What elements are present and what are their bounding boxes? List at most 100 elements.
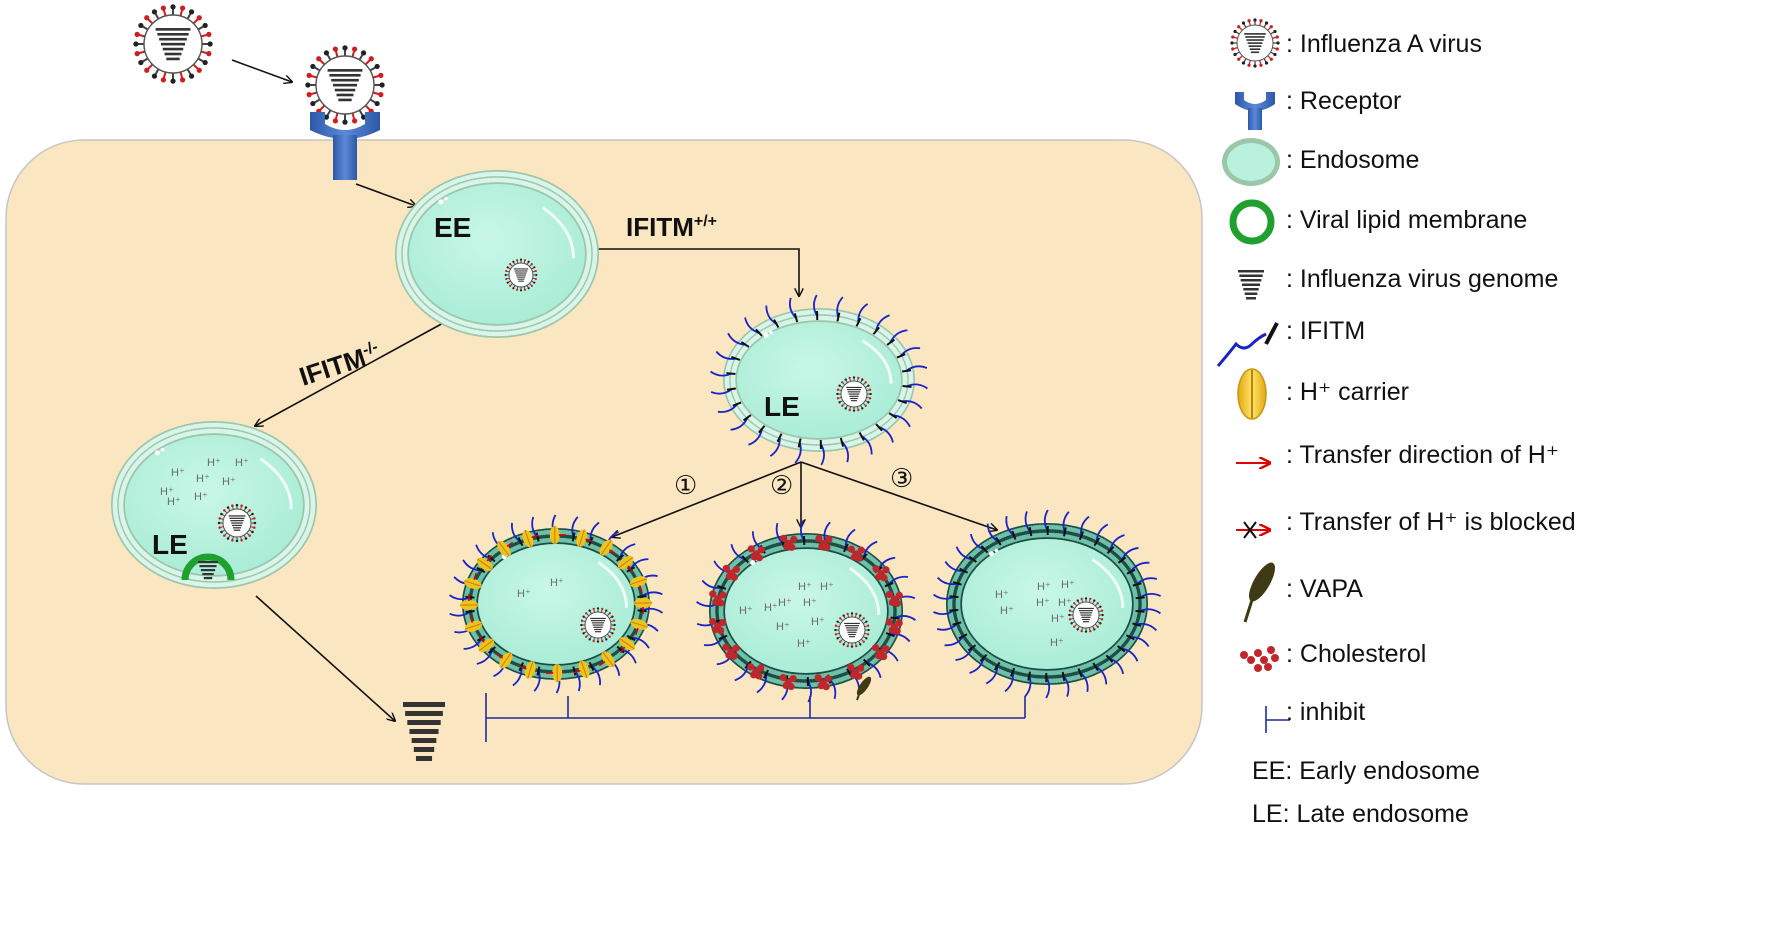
h-plus-label: H⁺ [1000, 605, 1014, 617]
cholesterol [885, 590, 903, 608]
cholesterol [847, 545, 865, 562]
h-carrier [573, 660, 590, 678]
ifitm-icon [1216, 322, 1279, 367]
arrow-le-to-pathway-3 [800, 461, 997, 530]
influenza-a-virus-icon [834, 612, 870, 648]
cholesterol [747, 663, 765, 680]
arrow-virus-to-receptor [231, 59, 292, 82]
h-plus-label: H⁺ [222, 476, 236, 488]
cholesterol [747, 545, 765, 562]
influenza-a-virus-icon [1068, 597, 1104, 633]
influenza-virus-genome-cytoplasm [403, 702, 445, 761]
h-plus-label: H⁺ [171, 467, 185, 479]
receptor [310, 112, 380, 180]
legend-viral-lipid-membrane-text: : Viral lipid membrane [1286, 206, 1527, 234]
endosome-lumen [962, 539, 1132, 669]
pathway-2-label: ② [770, 470, 793, 500]
influenza-virus-genome-icon [155, 28, 191, 61]
cholesterol [847, 663, 865, 680]
legend-receptor-text: : Receptor [1286, 87, 1401, 115]
endosome-lumen [409, 184, 585, 324]
influenza-virus-genome-icon [590, 617, 606, 633]
h-plus-label: H⁺ [778, 597, 792, 609]
influenza-virus-genome-icon [327, 69, 363, 102]
influenza-virus-genome-icon [1078, 607, 1094, 623]
h-plus-label: H⁺ [811, 616, 825, 628]
legend-endosome-text: : Endosome [1286, 146, 1419, 174]
arrow-ee-to-le-ifitm-pos [590, 248, 799, 296]
influenza-a-virus-icon [836, 376, 872, 412]
le-label-ifitm-pos: LE [764, 391, 800, 422]
h-carrier [497, 540, 514, 557]
endosome-pathway-3 [933, 509, 1161, 699]
legend-inhibit-text: : inhibit [1286, 698, 1365, 726]
influenza-a-virus-icon [217, 503, 257, 543]
arrow-receptor-to-ee [355, 183, 416, 206]
viral-membrane-fusion [181, 553, 235, 581]
cholesterol [780, 534, 798, 551]
h-carrier [598, 651, 615, 668]
h-carrier-icon [1237, 368, 1267, 420]
h-carrier [619, 637, 636, 654]
legend-le-abbreviation: LE: Late endosome [1252, 800, 1469, 828]
late-endosome-ifitm-pos [710, 294, 928, 466]
h-carrier [576, 529, 593, 547]
legend-cholesterol-text: : Cholesterol [1286, 640, 1426, 668]
endosome-icon [1222, 138, 1280, 186]
cholesterol [722, 564, 740, 581]
legend-vapa-text: : VAPA [1286, 575, 1363, 603]
cholesterol [885, 618, 903, 635]
influenza-virus-genome-icon [846, 386, 862, 402]
h-carrier [464, 615, 483, 632]
h-carrier [464, 572, 482, 590]
h-plus-label: H⁺ [1058, 597, 1072, 609]
h-plus-label: H⁺ [194, 491, 208, 503]
cholesterol [709, 590, 727, 607]
legend-h-blocked-text: : Transfer of H⁺ is blocked [1286, 508, 1576, 536]
h-plus-label: H⁺ [550, 577, 564, 589]
legend: : Influenza A virus : Receptor : Endosom… [1216, 18, 1576, 828]
h-plus-label: H⁺ [739, 605, 753, 617]
influenza-virus-genome-icon [844, 622, 860, 638]
h-plus-label: H⁺ [160, 486, 174, 498]
arrow-ee-to-le-ifitm-neg [255, 321, 446, 426]
h-carrier [476, 554, 493, 571]
vapa-icon [1243, 562, 1275, 623]
h-carrier [522, 530, 539, 548]
influenza-a-virus-icon [305, 45, 385, 125]
cell-cytoplasm [5, 139, 1203, 785]
ee-label: EE [434, 212, 471, 243]
arrow-le-to-genome-release [255, 595, 395, 721]
h-plus-label: H⁺ [1036, 597, 1050, 609]
legend-influenza-virus-genome-text: : Influenza virus genome [1286, 265, 1558, 293]
cholesterol [779, 673, 797, 691]
cholesterol [722, 643, 740, 660]
h-plus-label: H⁺ [1037, 581, 1051, 593]
h-carrier [478, 636, 495, 653]
influenza-virus-genome-icon [513, 268, 529, 282]
legend-ifitm-text: : IFITM [1286, 317, 1365, 345]
pathway-1-label: ① [674, 470, 697, 500]
h-carrier [633, 598, 652, 615]
h-plus-label: H⁺ [797, 638, 811, 650]
influenza-virus-genome-icon [403, 702, 445, 761]
h-plus-label: H⁺ [1061, 579, 1075, 591]
influenza-virus-genome-icon [228, 515, 246, 531]
proton-labels: H⁺H⁺H⁺H⁺H⁺H⁺H⁺H⁺H⁺H⁺H⁺H⁺H⁺H⁺H⁺H⁺H⁺H⁺H⁺H⁺… [160, 457, 1075, 650]
pathway-3-label: ③ [890, 463, 913, 493]
influenza-a-virus-icon [1230, 18, 1280, 68]
endosome-lumen [125, 435, 303, 575]
cholesterol [709, 617, 727, 635]
legend-ee-abbreviation: EE: Early endosome [1252, 757, 1480, 785]
influenza-a-virus-icon [504, 258, 538, 292]
influenza-a-virus-icon [133, 4, 213, 84]
h-plus-label: H⁺ [1050, 637, 1064, 649]
h-carrier [549, 526, 566, 545]
h-plus-label: H⁺ [803, 597, 817, 609]
vapa [856, 676, 872, 701]
late-endosome-ifitm-neg [111, 421, 317, 589]
legend-h-transfer-text: : Transfer direction of H⁺ [1286, 441, 1559, 469]
h-plus-label: H⁺ [764, 602, 778, 614]
influenza-a-virus-bound [305, 45, 385, 125]
